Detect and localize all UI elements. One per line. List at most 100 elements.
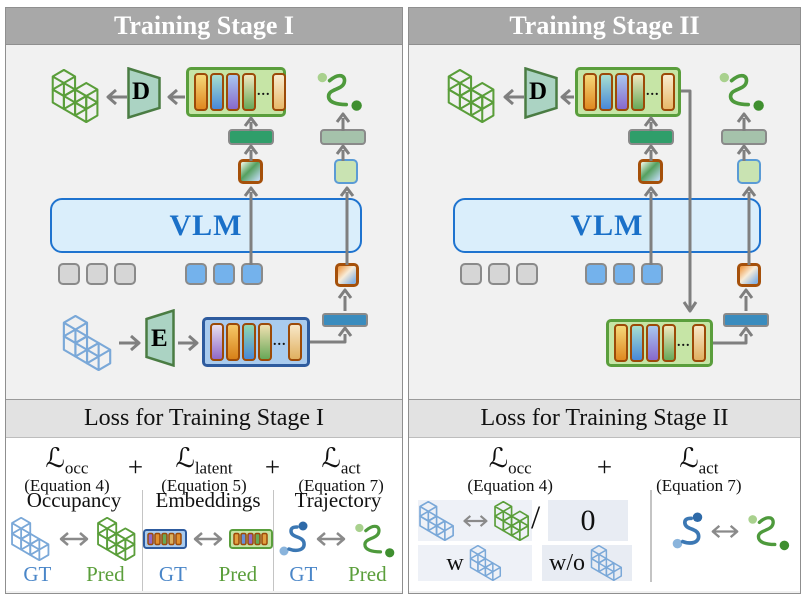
image-token — [185, 263, 207, 285]
occupancy-head — [228, 129, 274, 145]
occupancy-pred-mini-icon — [95, 517, 139, 561]
arrow-tokens-to-decoder — [167, 88, 185, 106]
occ-token-5 — [271, 73, 286, 111]
trajectory-head — [721, 129, 767, 145]
with-occupancy-box: w — [418, 545, 532, 581]
with-label: w — [446, 549, 464, 576]
trajectory-column-title: Trajectory — [294, 488, 382, 512]
pred-label: Pred — [218, 562, 258, 586]
stage-1-diagram: D ... VLM — [6, 45, 402, 399]
decoder-label: D — [529, 78, 548, 105]
gt-label: GT — [158, 562, 187, 586]
loss-term-act: ℒact (Equation 7) — [298, 443, 384, 496]
occupancy-latent-token — [638, 159, 663, 184]
occupancy-gt-icon — [59, 315, 117, 371]
text-token — [488, 263, 510, 285]
stage-2-title: Training Stage II — [509, 11, 700, 40]
arrow-encoder-to-tokens — [178, 334, 199, 352]
ellipsis: ... — [273, 334, 287, 349]
occ-token-5 — [660, 73, 675, 111]
stage-2-header: Training Stage II — [409, 8, 800, 45]
without-label: w/o — [549, 549, 585, 576]
embeddings-gt-icon — [143, 529, 187, 549]
image-token — [213, 263, 235, 285]
decoder-trapezoid — [127, 67, 161, 119]
text-token — [460, 263, 482, 285]
stage-1-loss-body: ℒocc (Equation 4) + ℒlatent (Equation 5)… — [6, 438, 402, 591]
embeddings-pred-icon — [229, 529, 273, 549]
occupancy-token-sequence-input: ... — [202, 317, 310, 367]
occ-token-1 — [583, 73, 597, 111]
occupancy-token-sequence-output: ... — [575, 67, 681, 117]
occupancy-query-token — [335, 263, 359, 287]
stage-2-loss-title: Loss for Training Stage II — [480, 405, 729, 431]
occ-token-1 — [194, 73, 208, 111]
text-token — [114, 263, 136, 285]
stage-1-loss-columns: Occupancy GT Pred Embeddings — [6, 490, 402, 591]
in-token-3 — [242, 323, 256, 361]
trajectory-loss-column: Trajectory GT Pred — [274, 490, 402, 591]
panel-stage-1: Training Stage I D ... — [5, 7, 403, 594]
occupancy-pred-mini-icon — [493, 501, 532, 541]
image-token — [641, 263, 663, 285]
stage-2-loss-header: Loss for Training Stage II — [409, 399, 800, 438]
trajectory-compare-group — [667, 508, 797, 554]
plus-sign: + — [596, 452, 613, 482]
trajectory-head — [320, 129, 366, 145]
stage-2-loss-body: ℒocc (Equation 4) + ℒact (Equation 7) / … — [409, 438, 800, 591]
fb-token-4 — [662, 324, 676, 362]
zero-label: 0 — [580, 503, 596, 537]
occ-compare-box — [418, 500, 532, 541]
arrow-tokens-to-projection — [713, 326, 754, 345]
panel-stage-2: Training Stage II D ... VLM — [408, 7, 801, 594]
stage-1-loss-header: Loss for Training Stage I — [6, 399, 402, 438]
stage-2-diagram: D ... VLM — [409, 45, 800, 399]
arrow-decoder-to-occupancy — [106, 88, 127, 106]
arrow-gt-to-encoder — [119, 334, 141, 352]
text-token — [86, 263, 108, 285]
fb-token-2 — [630, 324, 644, 362]
trajectory-gt-icon — [671, 512, 705, 550]
arrow-tokens-to-projection — [310, 326, 353, 344]
arrow-tokens-to-decoder — [560, 88, 574, 106]
vlm-label: VLM — [570, 208, 644, 242]
gt-label: GT — [23, 562, 52, 586]
vlm-box: VLM — [453, 198, 761, 253]
action-token — [334, 159, 358, 184]
embeddings-column-title: Embeddings — [155, 488, 261, 512]
occupancy-query-token — [737, 263, 761, 287]
image-token — [613, 263, 635, 285]
compare-arrow-icon — [59, 531, 89, 547]
occupancy-gt-mini-icon — [589, 545, 625, 581]
text-token — [58, 263, 80, 285]
text-token — [516, 263, 538, 285]
plus-sign: + — [127, 452, 144, 482]
stage-2-loss-formula: ℒocc (Equation 4) + ℒact (Equation 7) — [409, 438, 800, 495]
loss-term-latent: ℒlatent (Equation 5) — [161, 443, 247, 496]
occupancy-latent-token — [238, 159, 263, 184]
arrow-projection-to-query — [738, 288, 754, 311]
decoder-label: D — [132, 78, 151, 105]
arrow-decoder-to-occupancy — [503, 88, 524, 106]
compare-arrow-icon — [711, 524, 739, 538]
occ-token-2 — [599, 73, 613, 111]
decoder-trapezoid — [524, 67, 558, 119]
arrow-projection-to-query — [337, 288, 353, 311]
stage-1-loss-title: Loss for Training Stage I — [84, 405, 324, 431]
occupancy-projection-rect — [723, 313, 769, 327]
vlm-box: VLM — [50, 198, 362, 253]
stage-1-loss-formula: ℒocc (Equation 4) + ℒlatent (Equation 5)… — [6, 438, 402, 495]
pred-label: Pred — [348, 562, 387, 586]
occupancy-token-sequence-output: ... — [186, 67, 286, 117]
image-token — [241, 263, 263, 285]
occupancy-pred-icon — [48, 69, 104, 123]
without-occupancy-box: w/o — [542, 545, 632, 581]
image-token — [585, 263, 607, 285]
occupancy-column-title: Occupancy — [26, 488, 122, 512]
zero-loss-box: 0 — [548, 500, 628, 541]
plus-sign: + — [264, 452, 281, 482]
trajectory-pred-mini-icon — [353, 522, 396, 558]
occupancy-gt-mini-icon — [9, 517, 53, 561]
loss-term-occ: ℒocc (Equation 4) — [467, 443, 553, 496]
fb-token-1 — [614, 324, 628, 362]
